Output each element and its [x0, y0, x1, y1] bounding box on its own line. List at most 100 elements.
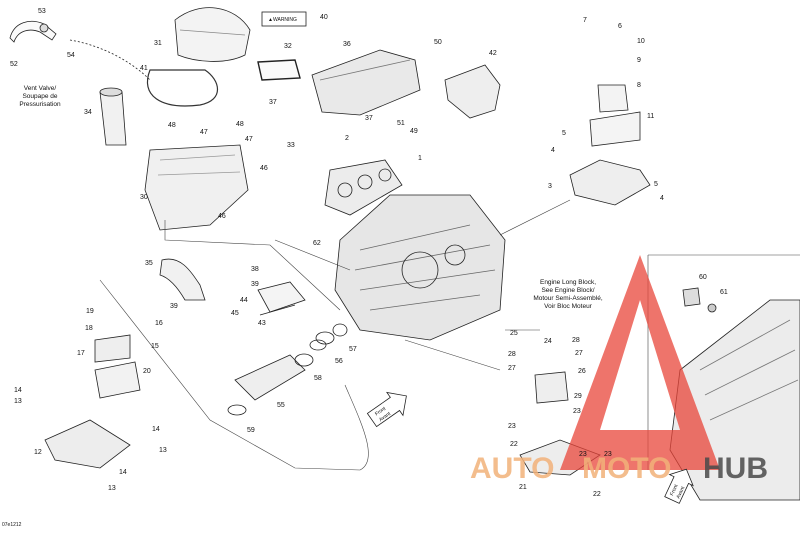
- callout-37-2: 37: [365, 115, 373, 122]
- callout-20: 20: [143, 368, 151, 375]
- callout-52: 52: [10, 61, 18, 68]
- callout-61: 61: [720, 289, 728, 296]
- warning-label-text: ▲WARNING: [268, 17, 297, 23]
- part-ring-58: [294, 353, 314, 367]
- watermark-text-moto: MOTO: [582, 452, 671, 485]
- callout-31: 31: [154, 40, 162, 47]
- callout-53: 53: [38, 8, 46, 15]
- callout-26: 26: [578, 368, 586, 375]
- callout-23: 23: [508, 423, 516, 430]
- callout-28: 28: [508, 351, 516, 358]
- callout-27: 27: [508, 365, 516, 372]
- callout-21: 21: [519, 484, 527, 491]
- callout-43: 43: [258, 320, 266, 327]
- callout-23-2: 23: [573, 408, 581, 415]
- callout-22-2: 22: [593, 491, 601, 498]
- svg-text:Pressurisation: Pressurisation: [19, 101, 61, 108]
- callout-9: 9: [637, 57, 641, 64]
- part-engine-block: [334, 194, 506, 341]
- callout-55: 55: [277, 402, 285, 409]
- callout-5: 5: [562, 130, 566, 137]
- svg-text:Front: Front: [669, 483, 680, 497]
- callout-18: 18: [85, 325, 93, 332]
- callout-37: 37: [269, 99, 277, 106]
- callout-3: 3: [548, 183, 552, 190]
- callout-46-2: 46: [218, 213, 226, 220]
- callout-13-2: 13: [108, 485, 116, 492]
- callout-32: 32: [284, 43, 292, 50]
- watermark-triangle: [560, 255, 720, 470]
- callout-36: 36: [343, 41, 351, 48]
- callout-11: 11: [647, 113, 654, 120]
- part-airbox-cover-31: [174, 7, 251, 62]
- part-mount-17: [94, 334, 131, 363]
- callout-29: 29: [574, 393, 582, 400]
- callout-57: 57: [349, 346, 357, 353]
- part-frame-32: [257, 59, 301, 81]
- part-cover-36: [311, 49, 421, 116]
- engine-block-text: Engine Long Block, See Engine Block/ Mot…: [533, 279, 603, 310]
- part-ring-56: [315, 331, 335, 345]
- callout-8: 8: [637, 82, 641, 89]
- callout-30: 30: [140, 194, 148, 201]
- part-bracket-11: [589, 111, 641, 147]
- part-airbox-30: [144, 144, 249, 231]
- callout-13-3: 13: [159, 447, 167, 454]
- part-hose-52: [9, 21, 57, 43]
- callout-35: 35: [145, 260, 153, 267]
- part-mount-26: [534, 371, 569, 404]
- callout-44: 44: [240, 297, 248, 304]
- callout-7: 7: [583, 17, 587, 24]
- callout-39-2: 39: [170, 303, 178, 310]
- part-bracket-12: [44, 419, 131, 469]
- part-clamp-53: [39, 23, 49, 33]
- callout-27-2: 27: [575, 350, 583, 357]
- callout-58: 58: [314, 375, 322, 382]
- part-42: [444, 64, 501, 119]
- svg-text:See Engine Block/: See Engine Block/: [541, 287, 594, 294]
- callout-46: 46: [260, 165, 268, 172]
- part-elbow-35: [159, 258, 206, 301]
- callout-12: 12: [34, 449, 42, 456]
- callout-33: 33: [287, 142, 295, 149]
- callout-22: 22: [510, 441, 518, 448]
- callout-25: 25: [510, 330, 518, 337]
- callout-4-2: 4: [660, 195, 664, 202]
- front-arrow-2: Front Avant: [664, 468, 694, 504]
- svg-text:Engine Long Block,: Engine Long Block,: [540, 279, 596, 286]
- callout-50: 50: [434, 39, 442, 46]
- callout-16: 16: [155, 320, 163, 327]
- callout-23-3: 23: [579, 451, 587, 458]
- callout-39: 39: [251, 281, 259, 288]
- callout-17: 17: [77, 350, 85, 357]
- callout-13: 13: [14, 398, 22, 405]
- callout-49: 49: [410, 128, 418, 135]
- part-tube-34: [99, 91, 127, 146]
- part-hose-55: [234, 354, 306, 401]
- callout-48-2: 48: [236, 121, 244, 128]
- callout-56: 56: [335, 358, 343, 365]
- svg-text:Avant: Avant: [676, 485, 687, 500]
- callout-54: 54: [67, 52, 75, 59]
- part-60: [682, 287, 701, 307]
- callout-60: 60: [699, 274, 707, 281]
- vent-valve-text: Vent Valve/ Soupape de Pressurisation: [19, 85, 61, 108]
- svg-text:Soupape de: Soupape de: [22, 93, 57, 100]
- callout-38: 38: [251, 266, 259, 273]
- part-gasket-41: [146, 69, 218, 107]
- part-mount-3: [569, 159, 651, 206]
- callout-40: 40: [320, 14, 328, 21]
- part-bracket-20: [94, 361, 141, 399]
- front-arrow-1: Front Avant: [366, 391, 407, 428]
- callout-14: 14: [14, 387, 22, 394]
- callout-47-2: 47: [245, 136, 253, 143]
- callout-47: 47: [200, 129, 208, 136]
- callout-1: 1: [418, 155, 422, 162]
- watermark-text-auto: AUTO: [470, 452, 554, 485]
- part-ring-57: [332, 323, 348, 337]
- watermark-logo: [560, 255, 720, 470]
- part-manifold-1: [324, 159, 403, 216]
- warning-label-box: [261, 11, 307, 27]
- part-61: [707, 303, 717, 313]
